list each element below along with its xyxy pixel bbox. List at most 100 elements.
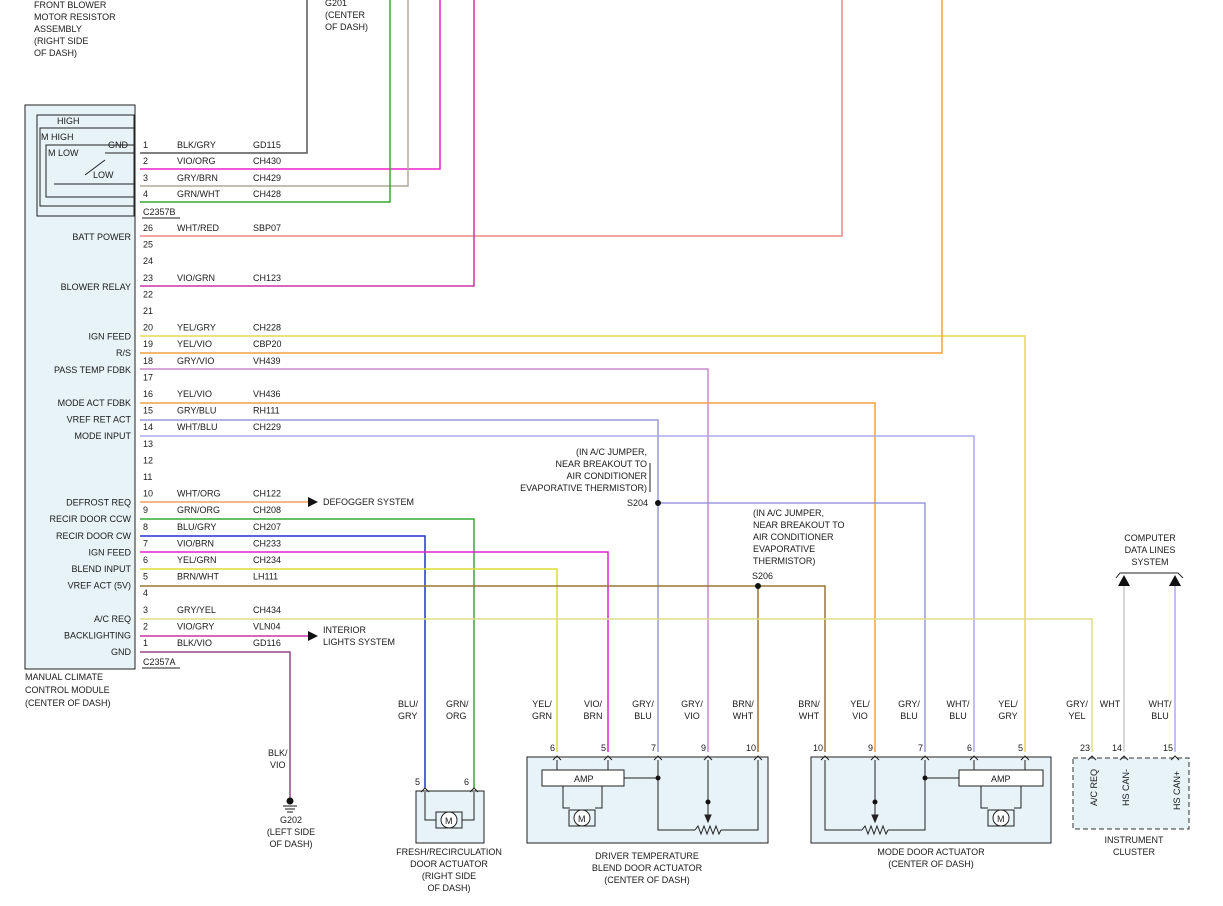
- blend-internal: [541, 755, 763, 836]
- pin-a-circuit-1: GD116: [253, 638, 281, 648]
- module-title-line3: (CENTER OF DASH): [25, 698, 111, 708]
- cluster-wire-2-line-0: WHT/: [1149, 699, 1172, 709]
- cluster-term-hs-can-minus: HS CAN-: [1121, 769, 1131, 806]
- mode_actuator-pin-1: 9: [868, 743, 873, 753]
- wire-cbp20: [140, 0, 943, 354]
- wire-ch234: [140, 568, 558, 752]
- data-lines-bracket: [1115, 572, 1184, 579]
- pin-a-circuit-3: CH434: [253, 605, 281, 615]
- wire-lh111-branch: [758, 585, 826, 752]
- pin-a-10: 10: [143, 489, 153, 499]
- pin-a-label-1: GND: [111, 647, 132, 657]
- pin-a-circuit-19: CBP20: [253, 339, 282, 349]
- pin-a-wire-2: VIO/GRY: [177, 621, 214, 631]
- recirc-label-2: DOOR ACTUATOR: [410, 859, 488, 869]
- blend_actuator-pin-1: 5: [601, 743, 606, 753]
- wire-gd116: [140, 651, 291, 798]
- pin-a-circuit-15: RH111: [253, 406, 280, 416]
- connector-c2357a: C2357A: [143, 657, 176, 667]
- mode_actuator-pin-3: 6: [967, 743, 972, 753]
- computer-data-line2: DATA LINES: [1125, 545, 1176, 555]
- mode_actuator-wire-1-line-1: VIO: [852, 711, 868, 721]
- wire-ch123: [140, 0, 475, 287]
- s204-note-4: EVAPORATIVE THERMISTOR): [520, 483, 647, 493]
- wire-ch434: [140, 618, 1093, 752]
- mode_actuator-wire-4-line-1: GRY: [998, 711, 1017, 721]
- module-title-line1: MANUAL CLIMATE: [25, 672, 103, 682]
- mode-internal: [820, 755, 1044, 836]
- pin-a-circuit-6: CH234: [253, 555, 281, 565]
- mode-motor-label: M: [997, 814, 1005, 824]
- recirc-wire-1-l1: BLU/: [398, 699, 419, 709]
- wire-lh111: [140, 585, 759, 752]
- pin-a-wire-3: GRY/YEL: [177, 605, 216, 615]
- cluster-wire-1-line-0: WHT: [1100, 699, 1121, 709]
- wire-ch229: [140, 435, 975, 752]
- pin-b-wire-2: VIO/ORG: [177, 156, 216, 166]
- g202-wire-label-1: BLK/: [268, 748, 288, 758]
- pin-a-circuit-14: CH229: [253, 422, 281, 432]
- recirc-label-1: FRESH/RECIRCULATION: [396, 847, 502, 857]
- wire-vh439: [140, 368, 709, 752]
- interior-lights-label-1: INTERIOR: [323, 625, 367, 635]
- pin-a-wire-7: VIO/BRN: [177, 538, 214, 548]
- pin-a-circuit-20: CH228: [253, 323, 281, 333]
- mode_actuator-wire-0-line-0: BRN/: [798, 699, 820, 709]
- g202-label-3: OF DASH): [269, 839, 312, 849]
- pin-a-circuit-23: CH123: [253, 273, 281, 283]
- mode_actuator-wire-2-line-0: GRY/: [898, 699, 920, 709]
- resistor-label-line4: (RIGHT SIDE: [34, 36, 88, 46]
- pin-a-circuit-8: CH207: [253, 522, 281, 532]
- pin-a-24: 24: [143, 256, 153, 266]
- pin-a-circuit-10: CH122: [253, 489, 281, 499]
- pin-b-circuit-3: CH429: [253, 173, 281, 183]
- mode-junction-1: [922, 775, 928, 781]
- s206-note-5: THERMISTOR): [753, 556, 815, 566]
- wire-ch208: [140, 518, 475, 788]
- can-minus-arrow-icon: [1118, 575, 1130, 586]
- pin-a-8: 8: [143, 522, 148, 532]
- blend-label: DRIVER TEMPERATURE BLEND DOOR ACTUATOR (…: [592, 851, 703, 885]
- computer-data-label: COMPUTER DATA LINES SYSTEM: [1124, 533, 1176, 567]
- pin-a-circuit-7: CH233: [253, 538, 281, 548]
- pin-a-label-20: IGN FEED: [88, 332, 131, 342]
- recirc-wire-2-l2: ORG: [446, 711, 467, 721]
- pin-a-label-14: MODE INPUT: [74, 431, 131, 441]
- module-title: MANUAL CLIMATE CONTROL MODULE (CENTER OF…: [25, 672, 111, 708]
- s206-note-4: EVAPORATIVE: [753, 544, 815, 554]
- recirc-pin-6: 6: [464, 777, 469, 787]
- defogger-label: DEFOGGER SYSTEM: [323, 497, 414, 507]
- mode-junction-2: [872, 799, 878, 805]
- blend_actuator-wire-0-line-1: GRN: [532, 711, 552, 721]
- blend_actuator-wire-4-line-1: WHT: [733, 711, 754, 721]
- pin-a-label-7: IGN FEED: [88, 547, 131, 557]
- pin-a-11: 11: [143, 472, 152, 482]
- blend-junction-1: [655, 775, 661, 781]
- pin-a-circuit-2: VLN04: [253, 621, 281, 631]
- cluster-pin-2: 15: [1163, 743, 1173, 753]
- wire-rh111: [140, 419, 659, 752]
- pin-b-wire-1: BLK/GRY: [177, 140, 216, 150]
- pin-b-circuit-2: CH430: [253, 156, 281, 166]
- pin-a-wire-15: GRY/BLU: [177, 406, 216, 416]
- recirc-label-3: (RIGHT SIDE: [422, 871, 476, 881]
- module-title-line2: CONTROL MODULE: [25, 685, 110, 695]
- mode-label-2: (CENTER OF DASH): [888, 859, 974, 869]
- pin-a-20: 20: [143, 323, 153, 333]
- pin-b-wire-3: GRY/BRN: [177, 173, 218, 183]
- blend_actuator-wire-2-line-1: BLU: [634, 711, 652, 721]
- switch-mid-ring: [45, 144, 135, 198]
- wire-rh111-branch: [658, 502, 926, 752]
- pin-a-wire-10: WHT/ORG: [177, 489, 221, 499]
- pin-a-15: 15: [143, 406, 153, 416]
- s204-note: (IN A/C JUMPER, NEAR BREAKOUT TO AIR CON…: [520, 447, 647, 493]
- recirc-wire-2-l1: GRN/: [446, 699, 469, 709]
- connector-c2357b: C2357B: [143, 207, 176, 217]
- pin-a-label-8: RECIR DOOR CW: [56, 531, 132, 541]
- pin-a-label-23: BLOWER RELAY: [61, 282, 131, 292]
- mode_actuator-wire-1-line-0: YEL/: [850, 699, 870, 709]
- pin-a-label-3: A/C REQ: [94, 614, 131, 624]
- pin-a-26: 26: [143, 223, 153, 233]
- pin-a-label-16: MODE ACT FDBK: [58, 398, 131, 408]
